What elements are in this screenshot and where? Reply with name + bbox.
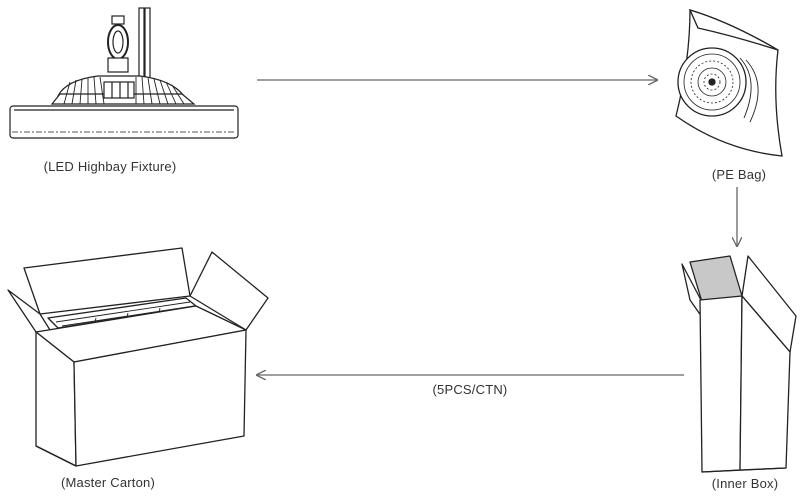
inner-box-icon: [681, 255, 797, 473]
master-carton-label: (Master Carton): [61, 475, 155, 490]
led-highbay-fixture-icon: [9, 7, 239, 139]
quantity-label: (5PCS/CTN): [433, 382, 508, 397]
pe-bag-label: (PE Bag): [712, 167, 766, 182]
inner-box-label: (Inner Box): [712, 476, 779, 491]
master-carton-icon: [7, 247, 269, 467]
fixture-label: (LED Highbay Fixture): [44, 159, 177, 174]
pe-bag-icon: [675, 8, 783, 157]
